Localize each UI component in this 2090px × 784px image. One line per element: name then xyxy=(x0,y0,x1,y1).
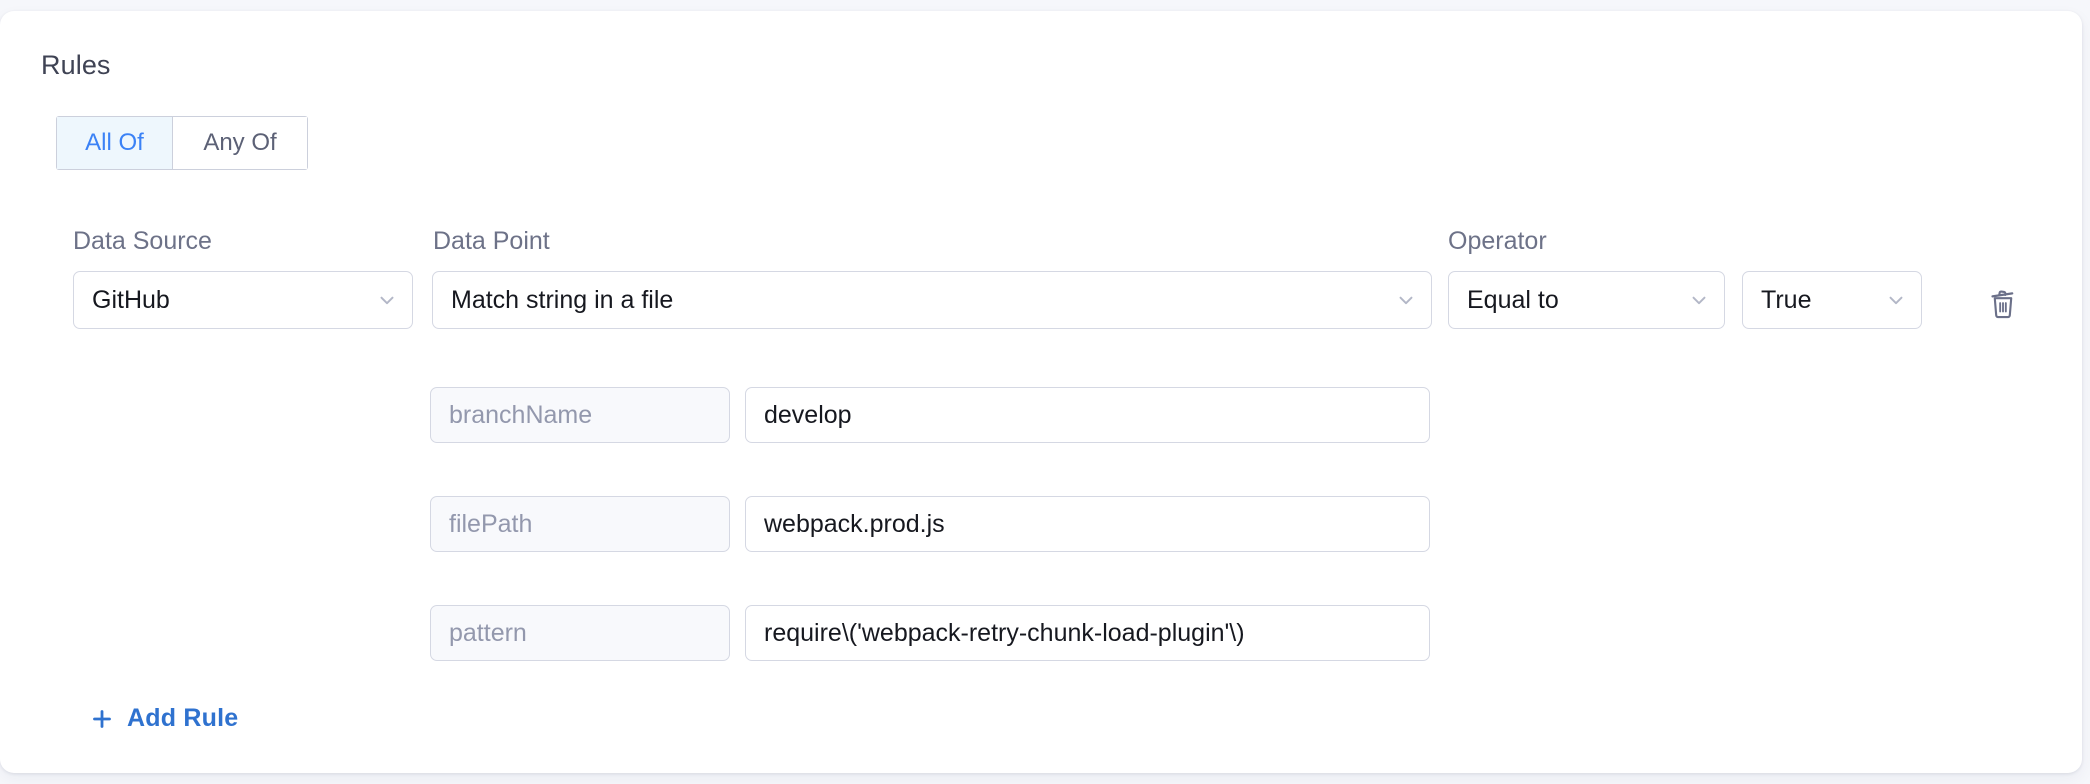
parameter-row: filePath webpack.prod.js xyxy=(430,496,1430,552)
parameter-row: pattern require\('webpack-retry-chunk-lo… xyxy=(430,605,1430,661)
delete-rule-button[interactable] xyxy=(1983,283,2023,323)
label-data-point: Data Point xyxy=(433,227,550,255)
toggle-any-of[interactable]: Any Of xyxy=(172,116,308,170)
add-rule-label: Add Rule xyxy=(127,704,239,732)
operator-value: Equal to xyxy=(1467,285,1559,314)
parameter-value-filepath[interactable]: webpack.prod.js xyxy=(745,496,1430,552)
rules-card: Rules All Of Any Of Data Source Data Poi… xyxy=(0,11,2082,773)
parameter-row: branchName develop xyxy=(430,387,1430,443)
chevron-down-icon xyxy=(1688,289,1710,311)
data-point-select[interactable]: Match string in a file xyxy=(432,271,1432,329)
operator-comparison-value: True xyxy=(1761,285,1812,314)
trash-icon xyxy=(1986,286,2020,320)
parameter-value-pattern[interactable]: require\('webpack-retry-chunk-load-plugi… xyxy=(745,605,1430,661)
operator-comparison-select[interactable]: True xyxy=(1742,271,1922,329)
label-operator: Operator xyxy=(1448,227,1547,255)
label-data-source: Data Source xyxy=(73,227,212,255)
parameter-key-branchname: branchName xyxy=(430,387,730,443)
parameter-value-branchname[interactable]: develop xyxy=(745,387,1430,443)
data-source-value: GitHub xyxy=(92,285,170,314)
add-rule-button[interactable]: Add Rule xyxy=(90,704,238,733)
operator-select[interactable]: Equal to xyxy=(1448,271,1725,329)
chevron-down-icon xyxy=(1395,289,1417,311)
chevron-down-icon xyxy=(376,289,398,311)
data-point-value: Match string in a file xyxy=(451,285,674,314)
match-type-toggle[interactable]: All Of Any Of xyxy=(56,116,308,170)
page-title: Rules xyxy=(41,50,111,80)
parameter-key-filepath: filePath xyxy=(430,496,730,552)
plus-icon xyxy=(90,707,114,731)
toggle-all-of[interactable]: All Of xyxy=(56,116,172,170)
chevron-down-icon xyxy=(1885,289,1907,311)
parameter-key-pattern: pattern xyxy=(430,605,730,661)
data-source-select[interactable]: GitHub xyxy=(73,271,413,329)
